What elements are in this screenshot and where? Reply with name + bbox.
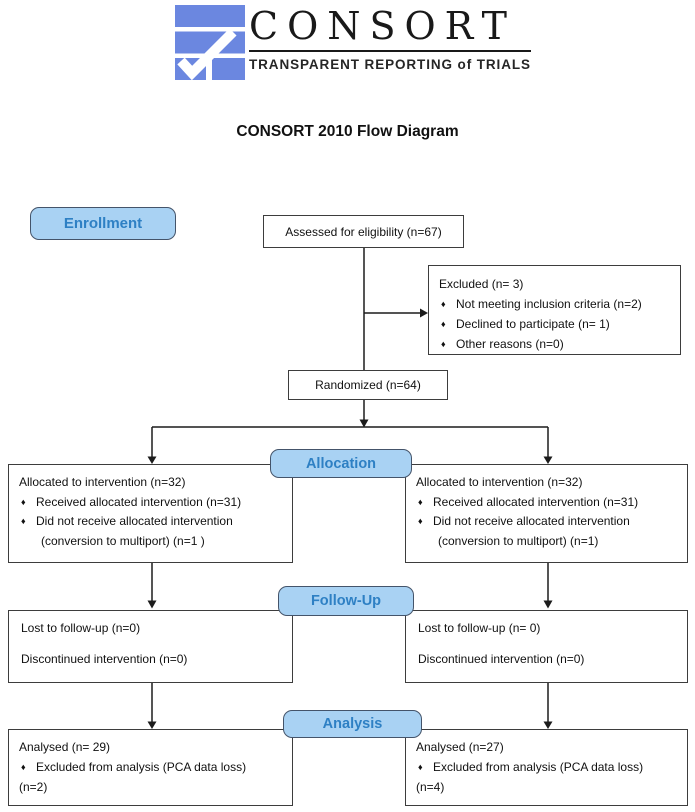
allocation-right-item-2: Did not receive allocated intervention	[433, 514, 630, 528]
box-analysis-left: Analysed (n= 29) ♦ Excluded from analysi…	[8, 729, 293, 806]
list-item: ♦ Received allocated intervention (n=31)	[416, 493, 681, 513]
box-followup-left: Lost to follow-up (n=0) Discontinued int…	[8, 610, 293, 683]
allocation-right-title: Allocated to intervention (n=32)	[416, 475, 583, 489]
analysis-right-item-1: Excluded from analysis (PCA data loss)	[433, 760, 644, 774]
box-allocation-left: Allocated to intervention (n=32) ♦ Recei…	[8, 464, 293, 563]
stage-label-analysis: Analysis	[283, 710, 422, 738]
list-item: ♦ Not meeting inclusion criteria (n=2)	[439, 294, 674, 314]
followup-left-line-2: Discontinued intervention (n=0)	[21, 652, 188, 666]
logo-checkmark	[177, 28, 237, 80]
box-allocation-right: Allocated to intervention (n=32) ♦ Recei…	[405, 464, 688, 563]
stage-label-followup: Follow-Up	[278, 586, 414, 616]
arrowhead-analysis-left	[147, 721, 157, 729]
excluded-item-3: Other reasons (n=0)	[456, 337, 564, 351]
consort-logo-icon	[175, 5, 245, 80]
stage-label-allocation: Allocation	[270, 449, 412, 478]
followup-right-line-2: Discontinued intervention (n=0)	[418, 652, 585, 666]
assessed-text: Assessed for eligibility (n=67)	[285, 224, 442, 239]
consort-wordmark: CONSORT	[249, 5, 531, 52]
arrowhead-fu-left	[147, 600, 157, 609]
box-assessed-eligibility: Assessed for eligibility (n=67)	[263, 215, 464, 248]
excluded-item-1: Not meeting inclusion criteria (n=2)	[456, 297, 642, 311]
bullet-diamond: ♦	[21, 496, 26, 507]
bullet-diamond: ♦	[21, 762, 26, 772]
analysis-right-title: Analysed (n=27)	[416, 740, 504, 754]
list-item: ♦ Declined to participate (n= 1)	[439, 314, 674, 334]
stage-label-enrollment: Enrollment	[30, 207, 176, 240]
allocation-left-item-2-continuation: (conversion to multiport) (n=1 )	[41, 533, 205, 548]
bullet-diamond: ♦	[418, 496, 423, 507]
arrowhead-alloc-left	[147, 456, 157, 464]
box-excluded: Excluded (n= 3) ♦ Not meeting inclusion …	[428, 265, 681, 355]
bullet-diamond: ♦	[441, 299, 446, 309]
arrowhead-alloc-right	[543, 456, 553, 464]
page-title: CONSORT 2010 Flow Diagram	[236, 123, 459, 140]
followup-right-line-1: Lost to follow-up (n= 0)	[418, 621, 541, 635]
bullet-diamond: ♦	[21, 516, 26, 526]
followup-left-line-1: Lost to follow-up (n=0)	[21, 621, 141, 635]
list-item: ♦ Excluded from analysis (PCA data loss)	[19, 757, 286, 777]
box-followup-right: Lost to follow-up (n= 0) Discontinued in…	[405, 610, 688, 683]
allocation-left-title: Allocated to intervention (n=32)	[19, 475, 186, 489]
bullet-diamond: ♦	[418, 516, 423, 526]
allocation-right-item-1: Received allocated intervention (n=31)	[433, 494, 639, 509]
allocation-right-item-2-continuation: (conversion to multiport) (n=1)	[438, 533, 599, 548]
arrowhead-fu-right	[543, 600, 553, 609]
box-randomized: Randomized (n=64)	[288, 370, 448, 400]
randomized-text: Randomized (n=64)	[315, 378, 421, 392]
analysis-left-item-1-continuation: (n=2)	[19, 780, 48, 794]
list-item: ♦ Other reasons (n=0)	[439, 334, 674, 354]
arrowhead-excluded	[420, 308, 428, 318]
consort-tagline: TRANSPARENT REPORTING of TRIALS	[249, 56, 531, 72]
analysis-left-title: Analysed (n= 29)	[19, 740, 111, 754]
list-item: ♦ Did not receive allocated intervention	[19, 512, 286, 532]
bullet-diamond: ♦	[418, 762, 423, 772]
allocation-left-item-2: Did not receive allocated intervention	[36, 514, 233, 528]
bullet-diamond: ♦	[441, 339, 446, 349]
excluded-item-2: Declined to participate (n= 1)	[456, 317, 610, 331]
analysis-left-item-1: Excluded from analysis (PCA data loss)	[36, 760, 247, 774]
bullet-diamond: ♦	[441, 319, 446, 329]
list-item: ♦ Did not receive allocated intervention	[416, 512, 681, 532]
arrowhead-randomized-branch	[359, 419, 369, 428]
excluded-title: Excluded (n= 3)	[439, 277, 524, 291]
arrowhead-analysis-right	[543, 721, 553, 729]
box-analysis-right: Analysed (n=27) ♦ Excluded from analysis…	[405, 729, 688, 806]
consort-logo-text: CONSORT TRANSPARENT REPORTING of TRIALS	[249, 5, 531, 72]
list-item: ♦ Excluded from analysis (PCA data loss)	[416, 757, 681, 777]
analysis-right-item-1-continuation: (n=4)	[416, 780, 445, 794]
allocation-left-item-1: Received allocated intervention (n=31)	[36, 494, 242, 509]
list-item: ♦ Received allocated intervention (n=31)	[19, 493, 286, 513]
